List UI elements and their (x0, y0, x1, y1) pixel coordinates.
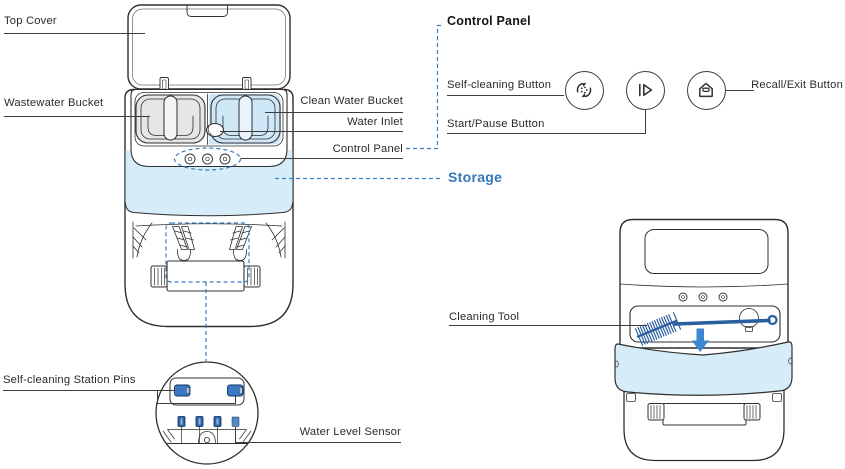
station-base (623, 390, 785, 462)
water-inlet-drawing (205, 122, 225, 138)
water-level-sensor-drawing (231, 416, 240, 427)
recall-exit-button-label: Recall/Exit Button (751, 79, 843, 91)
control-panel-label: Control Panel (332, 142, 403, 155)
start-pause-icon (639, 83, 653, 97)
dashed-callouts (165, 24, 444, 361)
recall-exit-button (686, 70, 726, 110)
water-level-sensor-label: Water Level Sensor (299, 426, 401, 438)
self-cleaning-icon (576, 82, 592, 98)
sensor-row (177, 416, 240, 427)
wastewater-bucket-drawing (135, 94, 206, 144)
top-cover-label: Top Cover (4, 15, 57, 27)
mop-wash-area (132, 221, 286, 292)
wastewater-bucket-label: Wastewater Bucket (4, 97, 104, 109)
self-cleaning-station-pins-drawing (174, 384, 244, 397)
down-arrow-icon (691, 328, 709, 352)
top-cover-drawing (127, 4, 291, 90)
water-inlet-label: Water Inlet (347, 116, 403, 128)
cleaning-tool-label: Cleaning Tool (449, 311, 520, 323)
front-panel-drawing (614, 341, 793, 396)
self-cleaning-button-label: Self-cleaning Button (447, 79, 552, 91)
clean-water-bucket-label: Clean Water Bucket (300, 95, 403, 107)
storage-label: Storage (448, 168, 503, 185)
cleaning-tool-illustration (634, 312, 778, 346)
start-pause-button-label: Start/Pause Button (447, 118, 545, 130)
self-cleaning-station-pins-label: Self-cleaning Station Pins (3, 374, 136, 386)
right-station-illustration (614, 218, 793, 462)
recall-exit-icon (699, 82, 713, 98)
leader-lines (3, 33, 754, 443)
self-cleaning-button (564, 70, 604, 110)
start-pause-button (625, 70, 665, 110)
control-panel-heading: Control Panel (447, 14, 531, 28)
control-panel-dots-right (678, 292, 728, 302)
bottom-detail-circle (155, 361, 259, 465)
control-panel-dots (184, 153, 231, 165)
left-station-illustration (124, 4, 294, 328)
